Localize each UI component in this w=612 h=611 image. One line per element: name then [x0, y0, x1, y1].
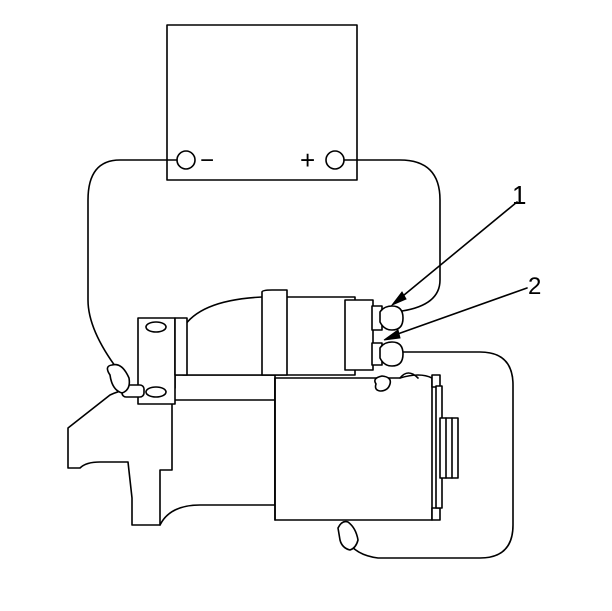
callout-label-1: 1	[512, 180, 526, 210]
callout-2: 2	[383, 273, 541, 341]
end-cap	[439, 417, 459, 479]
through-bolt-bottom	[431, 507, 441, 521]
s-terminal-clamp	[379, 305, 404, 331]
terminal-clamps	[379, 305, 404, 367]
motor-ground-clamp	[337, 520, 359, 551]
m-terminal-clamp	[379, 341, 404, 367]
battery-case	[166, 24, 358, 181]
field-terminal-lug	[399, 372, 419, 379]
mount-hole-top	[145, 321, 167, 333]
negative-cable	[87, 159, 178, 371]
leader-line-2	[391, 287, 528, 337]
starter-motor	[274, 372, 459, 551]
field-terminal	[374, 375, 392, 392]
solenoid-band	[261, 289, 288, 376]
positive-cable	[343, 159, 441, 312]
callout-1: 1	[390, 180, 526, 307]
motor-housing	[274, 374, 433, 521]
mount-hole-bottom	[145, 386, 167, 398]
leader-arrow-1	[390, 291, 407, 307]
housing-edge	[159, 399, 276, 526]
starter-housing	[67, 317, 276, 526]
battery-negative-terminal	[176, 150, 196, 170]
solenoid-cap	[344, 299, 374, 371]
battery: − +	[166, 24, 358, 181]
solenoid	[174, 289, 383, 376]
solenoid-to-motor-jumper	[346, 351, 514, 559]
positive-symbol: +	[300, 145, 315, 175]
callout-label-2: 2	[528, 273, 541, 300]
battery-positive-terminal	[325, 150, 345, 170]
solenoid-bracket	[174, 317, 188, 376]
leader-arrow-2	[383, 329, 401, 341]
leader-line-1	[397, 201, 518, 301]
negative-symbol: −	[200, 147, 214, 174]
cables	[87, 159, 514, 559]
negative-clamp	[106, 363, 131, 394]
